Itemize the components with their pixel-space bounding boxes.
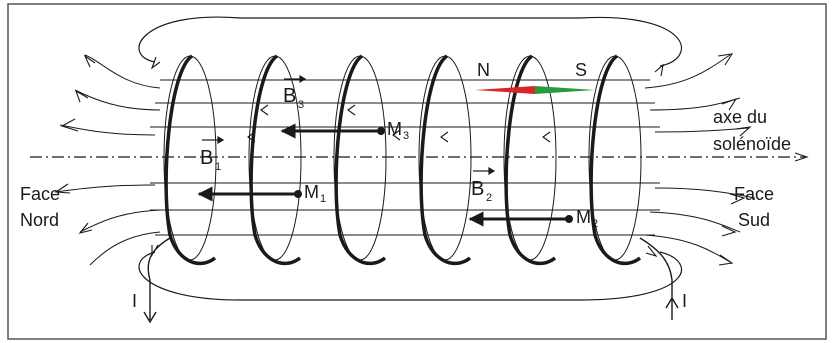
point-m3-index: 3 <box>403 130 409 142</box>
point-m1 <box>294 190 302 198</box>
current-leads <box>143 237 679 324</box>
point-m1-letter: M <box>304 182 319 202</box>
vector-b2-index: 2 <box>486 192 492 204</box>
axis-label-line1: axe du <box>713 107 767 127</box>
compass-needle-icon <box>475 86 595 94</box>
face-south-line2: Sud <box>738 210 770 230</box>
current-right-label: I <box>682 291 687 311</box>
vector-b3-index: 3 <box>298 99 304 111</box>
point-m1-index: 1 <box>320 193 326 205</box>
solenoid-coils <box>163 54 642 266</box>
face-north-line1: Face <box>20 184 60 204</box>
point-m2-letter: M <box>576 207 591 227</box>
vector-b1-index: 1 <box>215 161 221 173</box>
frame-border <box>7 3 827 340</box>
field-vectors <box>197 123 573 227</box>
internal-field-lines <box>150 79 660 236</box>
right-fringe-field-lines <box>644 54 756 263</box>
point-m3-letter: M <box>387 119 402 139</box>
vector-b3-letter: B <box>283 85 296 107</box>
left-fringe-field-lines <box>54 54 161 266</box>
point-m3 <box>377 127 385 135</box>
vector-b2-letter: B <box>471 178 484 200</box>
axis-label-line2: solénoïde <box>713 134 791 154</box>
point-m2-index: 2 <box>592 218 598 230</box>
vector-overbars <box>202 74 496 176</box>
face-north-line2: Nord <box>20 210 59 230</box>
north-pole-label: N <box>477 60 490 80</box>
south-pole-label: S <box>575 60 587 80</box>
external-field-loops <box>138 16 683 301</box>
face-south-line1: Face <box>734 184 774 204</box>
point-m2 <box>565 215 573 223</box>
current-left-label: I <box>132 291 137 311</box>
vector-b1-letter: B <box>200 147 213 169</box>
field-line-arrowheads <box>54 53 809 266</box>
